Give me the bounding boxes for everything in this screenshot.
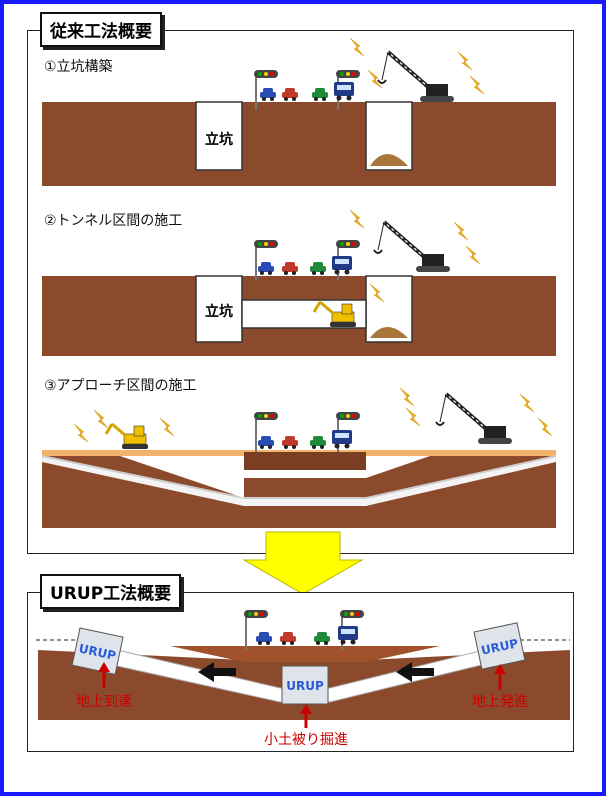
urup-machine-left: URUP [71,627,124,675]
shaft-label-1: 立坑 [205,131,233,148]
step-3-label: ③アプローチ区間の施工 [44,378,197,394]
svg-text:URUP: URUP [286,679,324,693]
shaft-left-step1 [195,101,243,171]
soil-step1 [42,102,556,186]
ground-departure-label: 地上発進 [472,694,528,710]
tunnel-label: トンネル [240,306,296,322]
conventional-title: 従来工法概要 [40,12,162,47]
left-direction-arrow [198,662,236,682]
right-direction-arrow [396,662,434,682]
shaft-label-2: 立坑 [205,303,233,320]
transition-arrow [242,531,364,595]
step-2-label: ②トンネル区間の施工 [44,213,183,229]
ground-arrival-label: 地上到達 [76,694,132,710]
dirt-pile-step1 [370,154,408,166]
shallow-cover-label: 小土被り掘進 [264,732,348,748]
urup-machine-center: URUP [281,665,329,705]
urup-machine-right: URUP [473,622,526,670]
step-1-label: ①立坑構築 [44,59,113,75]
urup-title: URUP工法概要 [40,574,182,609]
